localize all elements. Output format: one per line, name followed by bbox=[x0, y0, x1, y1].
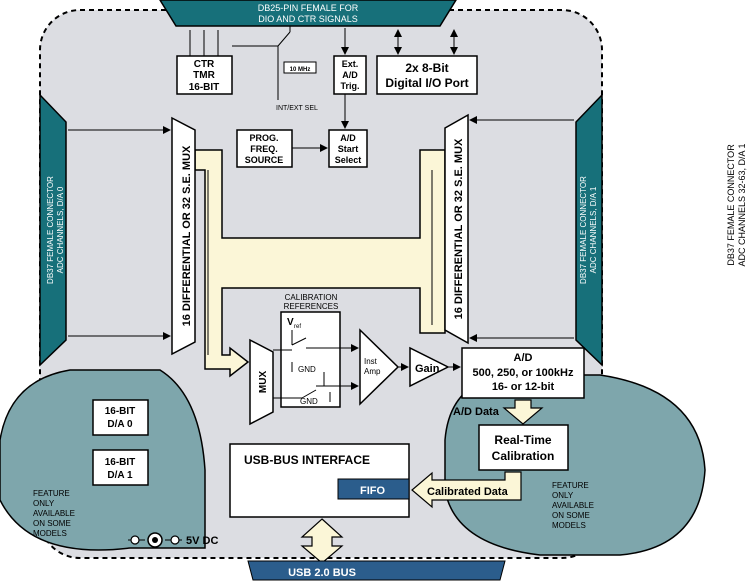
small-mux-label: MUX bbox=[258, 371, 269, 394]
feature-right-line-1: FEATURE bbox=[552, 481, 589, 490]
db37-left-label-2: ADC CHANNELS, D/A 0 bbox=[56, 186, 65, 273]
freq-label: FREQ. bbox=[250, 144, 278, 154]
usb-bus-label: USB 2.0 BUS bbox=[288, 567, 356, 579]
db37-right-label-1: DB37 FEMALE CONNECTOR bbox=[579, 176, 588, 284]
db37-outer-label-2: ADC CHANNELS 32-63, D/A 1 bbox=[737, 143, 747, 266]
realtime-label-2: Calibration bbox=[492, 449, 555, 463]
adc-label: A/D bbox=[514, 352, 533, 364]
feature-right-line-5: MODELS bbox=[552, 521, 586, 530]
feature-right-line-4: ON SOME bbox=[552, 511, 590, 520]
vref-sub-label: ref bbox=[294, 324, 301, 330]
ad-start-label-1: A/D bbox=[340, 133, 356, 143]
feature-left-line-1: FEATURE bbox=[33, 489, 70, 498]
tmr-label: TMR bbox=[193, 70, 215, 81]
gain-stage: Gain bbox=[409, 346, 450, 388]
adc-block: A/D 500, 250, or 100kHz 16- or 12-bit bbox=[461, 347, 585, 399]
realtime-label-1: Real-Time bbox=[494, 433, 551, 447]
ad-label: A/D bbox=[342, 70, 358, 80]
int-ext-sel-label: INT/EXT SEL bbox=[276, 105, 318, 112]
feature-note-left: FEATURE ONLY AVAILABLE ON SOME MODELS bbox=[33, 489, 75, 538]
adc-res-label: 16- or 12-bit bbox=[492, 381, 555, 393]
da0-block: 16-BIT D/A 0 bbox=[92, 399, 149, 436]
da1-label-2: D/A 1 bbox=[107, 470, 133, 481]
adc-rate-label: 500, 250, or 100kHz bbox=[473, 367, 574, 379]
trig-label: Trig. bbox=[340, 81, 359, 91]
da0-label-1: 16-BIT bbox=[105, 406, 136, 417]
amp-label: Amp bbox=[364, 367, 381, 376]
db25-label-2: DIO AND CTR SIGNALS bbox=[258, 14, 358, 24]
right-mux: 16 DIFFERENTIAL OR 32 S.E. MUX bbox=[444, 113, 469, 345]
db37-right-connector: DB37 FEMALE CONNECTOR ADC CHANNELS, D/A … bbox=[575, 93, 603, 367]
gnd-label-2: GND bbox=[300, 397, 318, 406]
db37-left-label-1: DB37 FEMALE CONNECTOR bbox=[46, 176, 55, 284]
realtime-cal-block: Real-Time Calibration bbox=[478, 424, 569, 471]
feature-right-line-2: ONLY bbox=[552, 491, 574, 500]
clock-box bbox=[283, 61, 317, 74]
inst-amp: Inst Amp bbox=[359, 328, 400, 406]
ext-trigger-block: Ext. A/D Trig. bbox=[333, 55, 367, 95]
calibrated-data-arrow bbox=[411, 471, 522, 509]
inst-label: Inst bbox=[364, 357, 378, 366]
ad-start-label-2: Start bbox=[338, 144, 359, 154]
db37-right-label-2: ADC CHANNELS, D/A 1 bbox=[589, 186, 598, 273]
dio-label-2: Digital I/O Port bbox=[385, 76, 468, 90]
gnd-label-1: GND bbox=[298, 365, 316, 374]
ad-start-select-block: A/D Start Select bbox=[328, 129, 368, 168]
db37-left-connector: DB37 FEMALE CONNECTOR ADC CHANNELS, D/A … bbox=[39, 93, 67, 367]
db25-label-1: DB25-PIN FEMALE FOR bbox=[258, 3, 359, 13]
prog-freq-block: PROG. FREQ. SOURCE bbox=[236, 129, 293, 168]
ctr-bits-label: 16-BIT bbox=[189, 82, 220, 93]
calibration-block: V ref GND GND bbox=[273, 311, 359, 408]
dio-block: 2x 8-Bit Digital I/O Port bbox=[376, 55, 478, 95]
int-ext-switch bbox=[277, 31, 291, 47]
ad-start-label-3: Select bbox=[335, 155, 362, 165]
db37-outer-label: DB37 FEMALE CONNECTOR ADC CHANNELS 32-63… bbox=[726, 143, 747, 266]
feature-left-line-3: AVAILABLE bbox=[33, 509, 75, 518]
ctr-label: CTR bbox=[194, 59, 215, 70]
da0-label-2: D/A 0 bbox=[107, 419, 133, 430]
usb-interface-block: USB-BUS INTERFACE FIFO bbox=[229, 443, 410, 518]
left-mux: 16 DIFFERENTIAL OR 32 S.E. MUX bbox=[171, 116, 196, 356]
cal-ref-title-1: CALIBRATION bbox=[285, 293, 338, 302]
ad-data-arrow bbox=[502, 399, 544, 425]
vref-label: V bbox=[287, 317, 294, 328]
prog-label: PROG. bbox=[249, 133, 278, 143]
db25-connector: DB25-PIN FEMALE FOR DIO AND CTR SIGNALS bbox=[159, 0, 457, 27]
feature-right-line-3: AVAILABLE bbox=[552, 501, 594, 510]
ctr-timer-block: CTR TMR 16-BIT bbox=[176, 55, 233, 95]
power-label: 5V DC bbox=[186, 535, 218, 547]
clock-label: 10 MHz bbox=[290, 67, 311, 73]
feature-left-line-2: ONLY bbox=[33, 499, 55, 508]
cal-ref-title-2: REFERENCES bbox=[284, 302, 339, 311]
analog-bus bbox=[194, 149, 446, 378]
gain-label: Gain bbox=[415, 363, 440, 375]
da1-label-1: 16-BIT bbox=[105, 457, 136, 468]
right-mux-label: 16 DIFFERENTIAL OR 32 S.E. MUX bbox=[453, 138, 465, 319]
db37-outer-label-1: DB37 FEMALE CONNECTOR bbox=[726, 144, 736, 266]
left-mux-label: 16 DIFFERENTIAL OR 32 S.E. MUX bbox=[181, 145, 193, 326]
small-mux: MUX bbox=[249, 338, 274, 426]
power-jack-icon bbox=[128, 532, 182, 548]
ext-label: Ext. bbox=[342, 59, 359, 69]
feature-left-line-4: ON SOME bbox=[33, 519, 71, 528]
fifo-label: FIFO bbox=[360, 485, 385, 497]
calibrated-data-label: Calibrated Data bbox=[427, 486, 509, 498]
dio-label-1: 2x 8-Bit bbox=[405, 61, 448, 75]
feature-left-line-5: MODELS bbox=[33, 529, 67, 538]
ad-data-label: A/D Data bbox=[453, 406, 500, 418]
usb-bus-bar bbox=[247, 560, 506, 581]
usb-interface-label: USB-BUS INTERFACE bbox=[244, 453, 370, 467]
source-label: SOURCE bbox=[245, 155, 284, 165]
da1-block: 16-BIT D/A 1 bbox=[92, 449, 149, 486]
feature-note-right: FEATURE ONLY AVAILABLE ON SOME MODELS bbox=[552, 481, 594, 530]
